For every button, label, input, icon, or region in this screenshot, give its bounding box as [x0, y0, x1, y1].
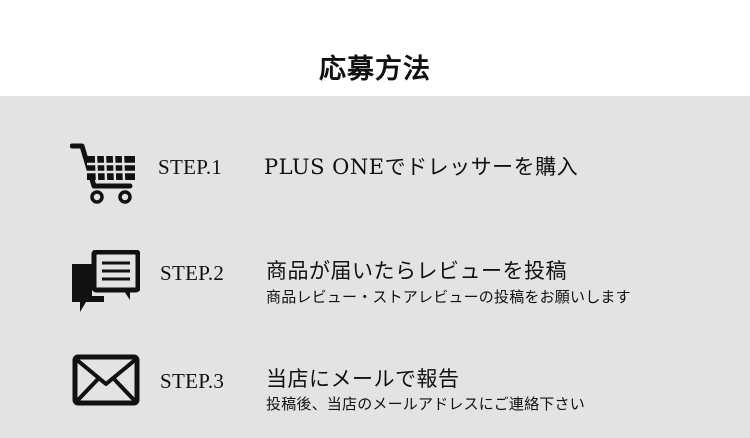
- shopping-cart-icon: [70, 143, 135, 204]
- step-3-text: 当店にメールで報告: [266, 367, 460, 391]
- step-1-text: PLUS ONEでドレッサーを購入: [264, 155, 579, 179]
- step-2-label: STEP.2: [160, 261, 225, 285]
- header: 応募方法: [0, 0, 750, 96]
- step-2-subtext: 商品レビュー・ストアレビューの投稿をお願いします: [266, 288, 631, 306]
- chat-bubbles-icon: [72, 250, 140, 312]
- step-3-subtext: 投稿後、当店のメールアドレスにご連絡下さい: [266, 395, 585, 413]
- steps-panel: STEP.1 PLUS ONEでドレッサーを購入 STEP.2 商品が届いたらレ…: [0, 96, 750, 438]
- envelope-icon: [72, 354, 140, 406]
- page-title: 応募方法: [319, 54, 431, 85]
- step-2-text: 商品が届いたらレビューを投稿: [266, 259, 567, 283]
- step-3-label: STEP.3: [160, 369, 225, 393]
- step-1-label: STEP.1: [158, 155, 223, 179]
